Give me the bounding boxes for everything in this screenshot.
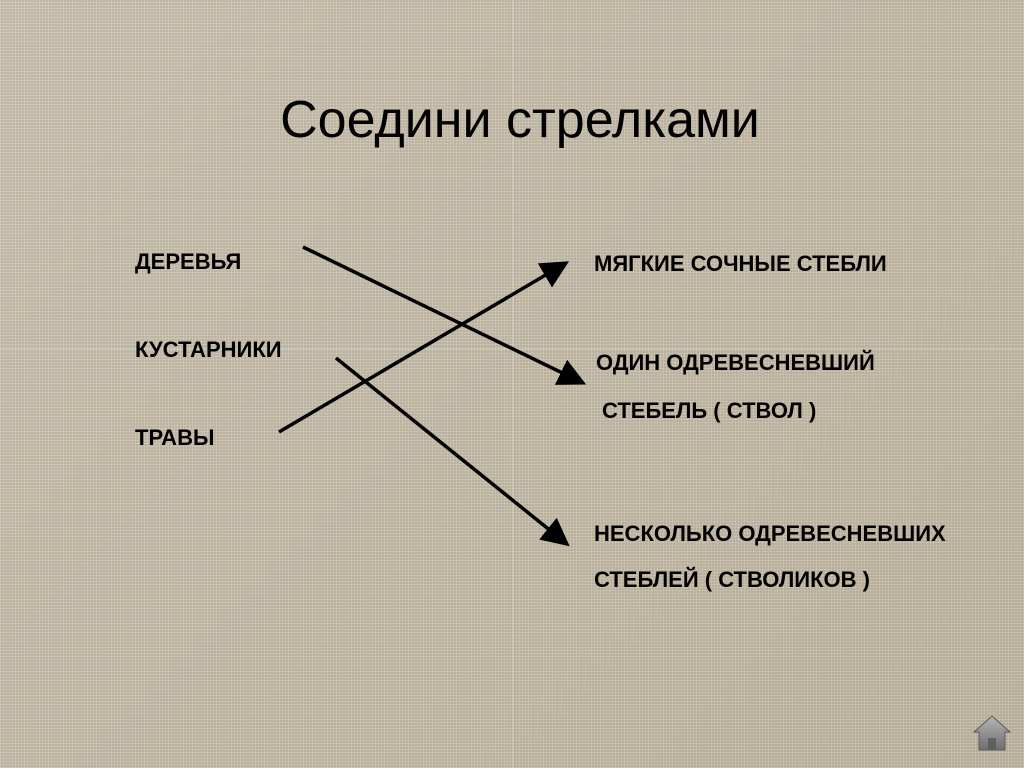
home-button[interactable] <box>972 714 1012 754</box>
right-item-one-stem-line2: СТЕБЕЛЬ ( СТВОЛ ) <box>602 398 817 423</box>
right-item-one-stem-line1: ОДИН ОДРЕВЕСНЕВШИЙ <box>596 350 875 375</box>
left-item-shrubs: КУСТАРНИКИ <box>135 337 282 362</box>
left-item-grasses: ТРАВЫ <box>135 425 215 450</box>
right-item-soft-stems: МЯГКИЕ СОЧНЫЕ СТЕБЛИ <box>594 251 887 276</box>
arrow-shrubs-to-several-stems[interactable] <box>334 356 570 547</box>
arrow-trees-to-one-stem[interactable] <box>302 245 587 385</box>
fabric-fold-vertical <box>512 0 514 768</box>
arrow-grasses-to-soft-stems[interactable] <box>278 261 570 434</box>
right-item-several-stems-line2: СТЕБЛЕЙ ( СТВОЛИКОВ ) <box>594 567 870 592</box>
home-icon <box>972 715 1012 751</box>
left-item-trees: ДЕРЕВЬЯ <box>135 249 242 274</box>
right-item-several-stems-line1: НЕСКОЛЬКО ОДРЕВЕСНЕВШИХ <box>594 521 946 546</box>
slide-title: Соедини стрелками <box>280 91 760 149</box>
